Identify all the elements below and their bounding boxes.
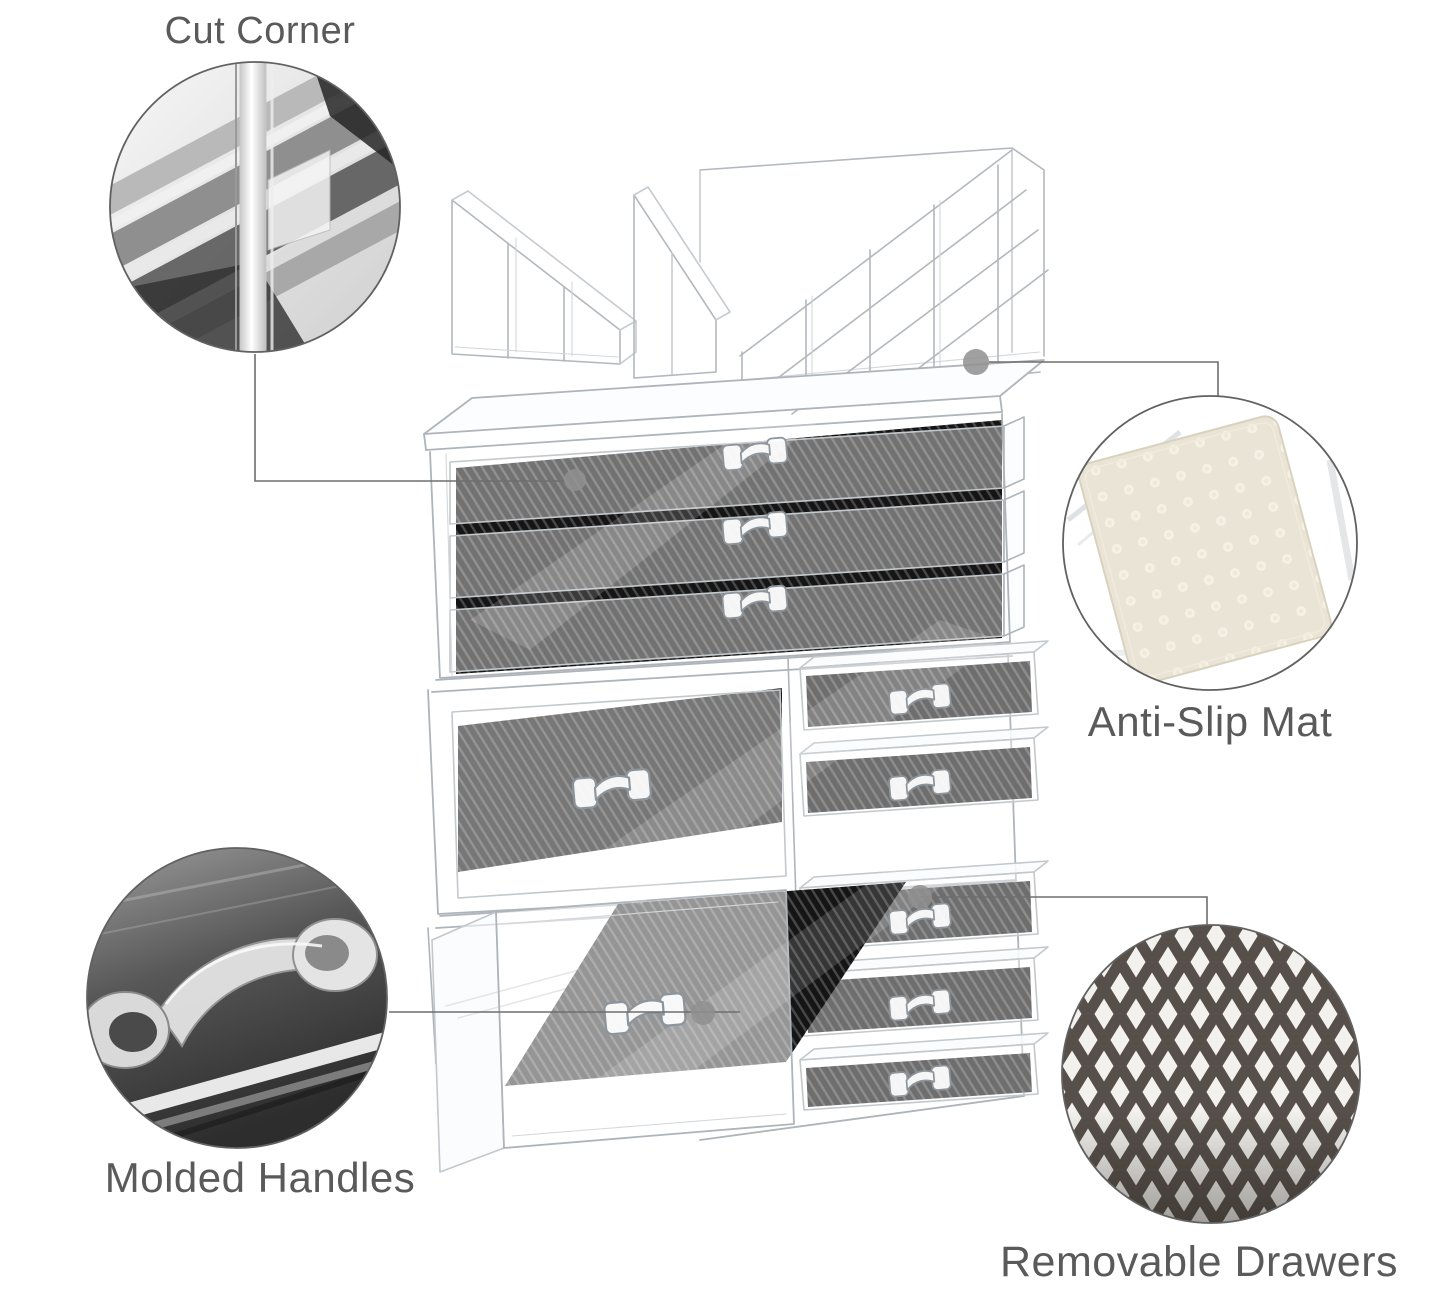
leader-line-cut-corner (254, 354, 564, 482)
leader-line-removable-drawers (920, 896, 1208, 927)
marker-dot-molded-handles (691, 1001, 715, 1025)
callout-circle-molded-handles (86, 847, 388, 1149)
label-cut-corner: Cut Corner (164, 10, 356, 52)
callout-circle-removable-drawers (1061, 924, 1361, 1224)
tier1-wide-drawers (429, 413, 1025, 679)
pulled-drawer-front (495, 889, 795, 1149)
marker-dots (564, 349, 989, 1025)
marker-dot-anti-slip (963, 349, 989, 375)
anti-slip-mat (1078, 415, 1332, 685)
marker-dot-cut-corner (564, 469, 586, 491)
leader-line-anti-slip (989, 361, 1219, 396)
mesh-mat (456, 420, 1002, 544)
marker-dot-removable-drawers (908, 885, 932, 909)
callout-circle-anti-slip-mat (1062, 395, 1358, 691)
case-top-deck (423, 359, 1045, 451)
callout-circle-cut-corner (109, 61, 401, 353)
pulled-drawer-side (431, 911, 505, 1173)
molded-handle-closeup (87, 918, 378, 1069)
label-removable-drawers: Removable Drawers (1000, 1238, 1399, 1286)
mesh-mat (456, 568, 1002, 674)
leader-lines (254, 354, 1219, 1013)
reflection-sheen (470, 420, 1000, 1140)
label-molded-handles: Molded Handles (104, 1154, 416, 1201)
label-anti-slip-mat: Anti-Slip Mat (1087, 698, 1333, 745)
organizer-illustration (423, 147, 1049, 1173)
mesh-mat (456, 494, 1002, 618)
